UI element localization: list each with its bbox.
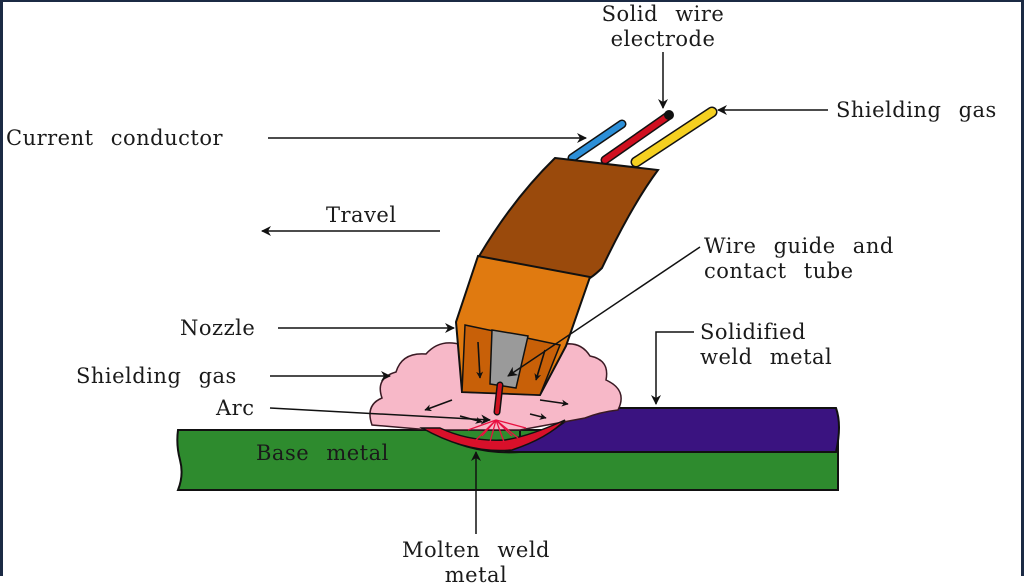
label-solidified-weld-metal: Solidified weld metal [700,320,833,369]
gmaw-diagram-graphic [0,0,1024,576]
electrode-tip-fill [495,383,502,414]
leader-arc [269,407,491,425]
label-base-metal: Base metal [256,441,389,465]
leader-wire-guide [507,246,701,377]
wire-blue-fill [569,121,625,161]
arc-sparks [467,419,527,443]
label-nozzle: Nozzle [180,316,256,340]
label-shielding-gas-left: Shielding gas [76,364,237,388]
wire-red-fill [602,113,671,163]
label-solid-wire: Solid wire electrode [601,2,725,51]
label-travel: Travel [326,203,397,227]
torch-body [476,156,660,280]
frame-top [0,0,1024,2]
frame-left [0,0,3,576]
leader-lines [261,52,828,534]
frame-right [1021,0,1024,576]
leader-solidified [651,331,694,405]
label-arc: Arc [216,396,255,420]
label-molten-weld-metal: Molten weld metal [402,538,550,587]
label-wire-guide: Wire guide and contact tube [704,234,894,283]
contact-tube [489,329,529,389]
wire-yellow-fill [632,108,716,166]
label-current-conductor: Current conductor [6,126,224,150]
label-shielding-gas-top: Shielding gas [836,98,997,122]
wire-electrode-tip [664,110,674,120]
